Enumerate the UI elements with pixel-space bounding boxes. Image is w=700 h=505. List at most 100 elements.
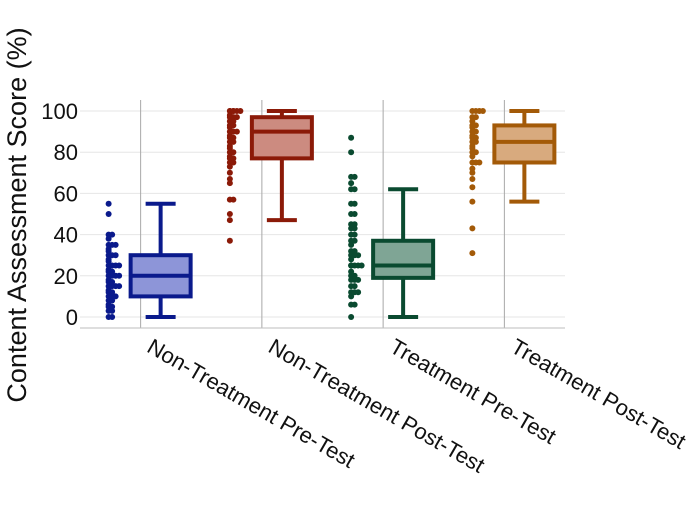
data-point	[226, 180, 233, 187]
data-point	[112, 241, 119, 248]
data-point	[112, 293, 119, 300]
data-point	[226, 175, 233, 182]
data-point	[109, 307, 116, 314]
data-point	[472, 128, 479, 135]
data-point	[226, 153, 233, 160]
data-point	[351, 301, 358, 308]
y-tick-label: 100	[41, 99, 78, 124]
data-point	[109, 297, 116, 304]
data-point	[226, 112, 233, 119]
data-point	[351, 237, 358, 244]
data-point	[233, 128, 240, 135]
iqr-box	[249, 115, 314, 161]
data-point	[469, 118, 476, 125]
data-point	[230, 118, 237, 125]
data-point	[105, 235, 112, 242]
data-point	[105, 287, 112, 294]
data-point	[469, 169, 476, 176]
data-point	[469, 184, 476, 191]
data-point	[116, 272, 123, 279]
box-layer	[105, 108, 557, 320]
data-point	[479, 108, 486, 114]
data-point	[351, 200, 358, 207]
box-group	[469, 108, 557, 257]
data-point	[472, 138, 479, 145]
data-point	[348, 134, 355, 141]
data-point	[230, 196, 237, 203]
data-point	[348, 241, 355, 248]
data-point	[105, 301, 112, 308]
data-point	[230, 138, 237, 145]
y-tick-label: 20	[54, 264, 78, 289]
data-point	[351, 283, 358, 290]
data-point	[105, 211, 112, 217]
y-axis-title: Content Assessment Score (%)	[2, 27, 32, 402]
data-point	[105, 246, 112, 253]
data-point	[351, 231, 358, 238]
data-point	[230, 159, 237, 166]
iqr-box	[492, 123, 557, 165]
data-point	[348, 314, 355, 320]
y-tick-label: 80	[54, 140, 78, 165]
data-point	[348, 293, 355, 300]
data-point	[105, 256, 112, 263]
data-point	[351, 186, 358, 193]
data-point	[226, 169, 233, 176]
data-point	[105, 276, 112, 283]
data-point	[226, 132, 233, 139]
data-point	[469, 198, 476, 205]
data-point	[469, 143, 476, 150]
data-point	[469, 153, 476, 160]
box-group	[348, 134, 436, 320]
data-point	[237, 108, 244, 114]
data-point	[472, 149, 479, 156]
data-point	[351, 211, 358, 217]
data-point	[226, 217, 233, 224]
data-point	[351, 225, 358, 232]
data-point	[348, 180, 355, 187]
data-point	[469, 225, 476, 232]
data-point	[355, 289, 362, 296]
data-point	[469, 132, 476, 139]
data-point	[226, 163, 233, 170]
data-point	[112, 252, 119, 259]
data-point	[469, 175, 476, 182]
data-point	[472, 114, 479, 121]
data-point	[348, 256, 355, 263]
data-point	[355, 276, 362, 283]
data-point	[105, 266, 112, 273]
data-point	[358, 262, 365, 269]
data-point	[109, 231, 116, 238]
data-point	[351, 221, 358, 228]
data-point	[230, 122, 237, 129]
data-point	[351, 248, 358, 255]
iqr-box	[371, 238, 436, 280]
data-point	[472, 122, 479, 129]
data-point	[226, 237, 233, 244]
data-point	[230, 108, 237, 114]
data-point	[351, 173, 358, 180]
data-point	[116, 262, 123, 269]
data-point	[116, 283, 123, 290]
data-point	[233, 114, 240, 121]
data-point	[351, 272, 358, 279]
box-group	[105, 200, 193, 320]
data-point	[348, 149, 355, 156]
data-point	[230, 149, 237, 156]
data-point	[476, 159, 483, 166]
data-point	[226, 211, 233, 217]
y-tick-label: 0	[66, 305, 78, 330]
data-point	[348, 268, 355, 275]
data-point	[469, 250, 476, 257]
data-point	[469, 165, 476, 172]
x-tick-label: Non-Treatment Post-Test	[264, 334, 489, 478]
x-tick-label: Non-Treatment Pre-Test	[143, 334, 359, 473]
y-tick-label: 60	[54, 181, 78, 206]
data-point	[109, 314, 116, 320]
y-tick-label: 40	[54, 223, 78, 248]
data-point	[348, 262, 355, 269]
data-point	[355, 252, 362, 259]
data-point	[226, 143, 233, 150]
